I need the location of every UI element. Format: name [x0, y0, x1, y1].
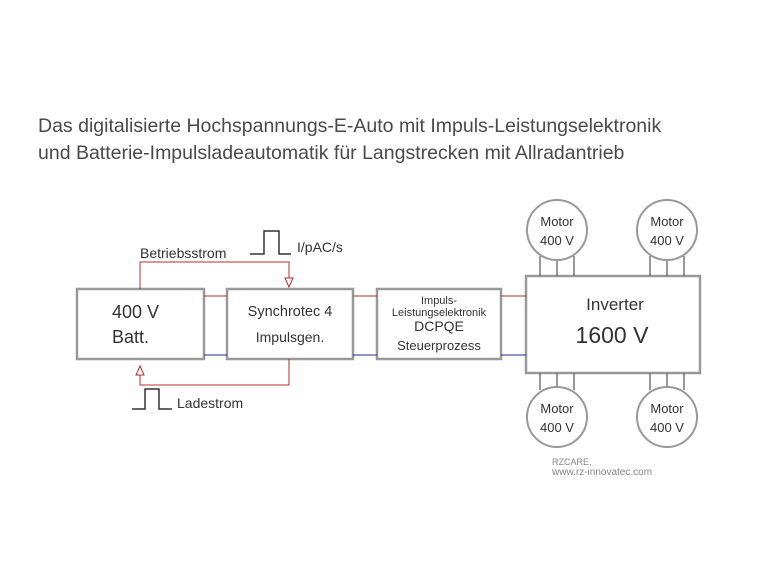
diagram-title-line1: Das digitalisierte Hochspannungs-E-Auto … — [38, 115, 662, 137]
motor-front-left-label: Motor — [540, 214, 574, 229]
motor-front-left-voltage: 400 V — [540, 233, 574, 248]
operating-current-loop — [139, 261, 294, 289]
inverter-box — [524, 274, 702, 375]
synchrotec-box — [225, 287, 355, 361]
pulse-signal-label: I/pAC/s — [297, 239, 343, 255]
motor-front-right — [636, 199, 698, 261]
pulse-symbol-top — [250, 230, 291, 255]
battery-box — [75, 287, 206, 361]
motor-rear-left — [526, 386, 588, 448]
pe-line4-label: Steuerprozess — [397, 338, 481, 353]
motor-front-right-label: Motor — [650, 214, 684, 229]
charging-current-label: Ladestrom — [177, 395, 243, 411]
motor-rear-right-label: Motor — [650, 401, 684, 416]
diagram-title-line2: und Batterie-Impulsladeautomatik für Lan… — [38, 142, 625, 164]
battery-name-label: Batt. — [112, 327, 149, 347]
credit-line1: RZCARE, — [552, 457, 592, 467]
charging-current-loop — [135, 359, 290, 386]
motor-rear-left-label: Motor — [540, 401, 574, 416]
operating-current-label: Betriebsstrom — [140, 245, 226, 261]
motor-front-right-voltage: 400 V — [650, 233, 684, 248]
pe-line2-label: Leistungselektronik — [392, 307, 487, 319]
power-electronics-box — [375, 287, 503, 361]
synchrotec-type-label: Impulsgen. — [256, 329, 324, 345]
battery-voltage-label: 400 V — [112, 302, 159, 322]
credit-line2: www.rz-innovatec.com — [551, 467, 652, 478]
motor-front-left — [526, 199, 588, 261]
motor-rear-left-voltage: 400 V — [540, 420, 574, 435]
motor-rear-right-voltage: 400 V — [650, 420, 684, 435]
synchrotec-name-label: Synchrotec 4 — [248, 304, 333, 320]
pulse-symbol-bottom — [132, 388, 172, 410]
pe-line3-label: DCPQE — [414, 318, 464, 334]
inverter-voltage-label: 1600 V — [576, 322, 650, 348]
inverter-name-label: Inverter — [586, 295, 644, 314]
connection-wires — [204, 295, 526, 356]
pe-line1-label: Impuls- — [421, 295, 457, 307]
motor-rear-right — [636, 386, 698, 448]
